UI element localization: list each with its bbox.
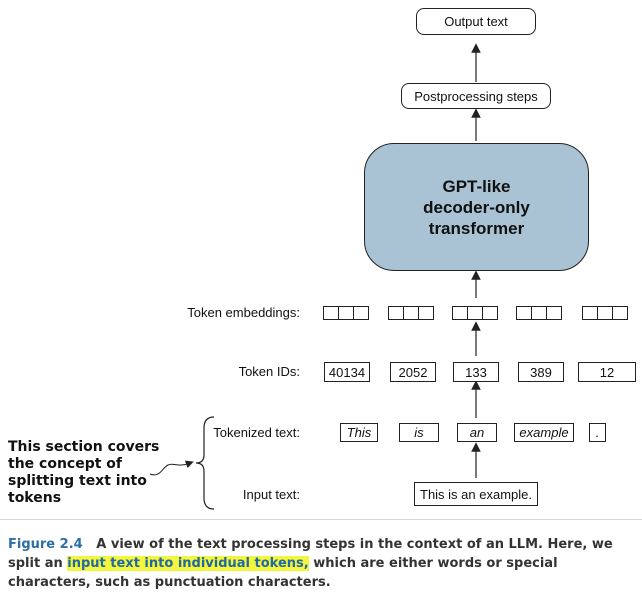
caption-text-before: A view of the text processing steps in t… bbox=[8, 537, 613, 571]
output-text-label: Output text bbox=[444, 14, 508, 29]
token-text: example bbox=[519, 425, 569, 440]
gpt-transformer-block: GPT-like decoder-only transformer bbox=[364, 143, 589, 271]
side-note: This section covers the concept of split… bbox=[8, 439, 160, 506]
postprocessing-label: Postprocessing steps bbox=[414, 88, 538, 104]
token-text: This bbox=[346, 425, 372, 440]
token-id-value: 40134 bbox=[328, 364, 366, 380]
embedding-vector-1 bbox=[323, 306, 369, 320]
token-text: . bbox=[595, 425, 600, 440]
token-id-box: 2052 bbox=[390, 362, 436, 382]
token-id-value: 133 bbox=[465, 364, 487, 380]
ids-label: Token IDs: bbox=[238, 364, 300, 379]
caption-divider bbox=[0, 519, 642, 520]
token-id-box: 389 bbox=[518, 362, 564, 382]
token-box: an bbox=[457, 423, 497, 442]
token-box: . bbox=[589, 423, 606, 442]
connector-arrows bbox=[149, 43, 481, 510]
token-id-value: 2052 bbox=[398, 364, 428, 380]
token-id-box: 133 bbox=[453, 362, 499, 382]
caption-highlight: input text into individual tokens, bbox=[67, 556, 309, 571]
token-box: This bbox=[340, 423, 378, 442]
model-line-3: transformer bbox=[428, 218, 525, 238]
input-text-box: This is an example. bbox=[414, 482, 538, 506]
figure-caption: Figure 2.4 A view of the text processing… bbox=[8, 535, 636, 592]
input-label: Input text: bbox=[242, 487, 300, 502]
token-box: is bbox=[399, 423, 439, 442]
postprocessing-box: Postprocessing steps bbox=[401, 83, 551, 109]
figure-number: Figure 2.4 bbox=[8, 537, 83, 552]
token-id-box: 40134 bbox=[324, 362, 370, 382]
model-line-1: GPT-like bbox=[442, 176, 511, 196]
input-text-value: This is an example. bbox=[420, 486, 532, 502]
caption-text-after: which are either words or special charac… bbox=[8, 556, 558, 590]
model-line-2: decoder-only bbox=[423, 197, 530, 217]
embedding-vector-3 bbox=[452, 306, 498, 320]
embedding-vector-2 bbox=[388, 306, 434, 320]
token-text: is bbox=[414, 425, 424, 440]
output-text-box: Output text bbox=[416, 8, 536, 35]
embeddings-label: Token embeddings: bbox=[187, 305, 300, 320]
embedding-vector-5 bbox=[582, 306, 628, 320]
tokenized-label: Tokenized text: bbox=[213, 425, 300, 440]
embedding-vector-4 bbox=[516, 306, 562, 320]
token-text: an bbox=[469, 425, 485, 440]
token-box: example bbox=[514, 423, 574, 442]
token-id-value: 389 bbox=[530, 364, 552, 380]
token-id-value: 12 bbox=[599, 364, 615, 380]
token-id-box: 12 bbox=[578, 362, 636, 382]
